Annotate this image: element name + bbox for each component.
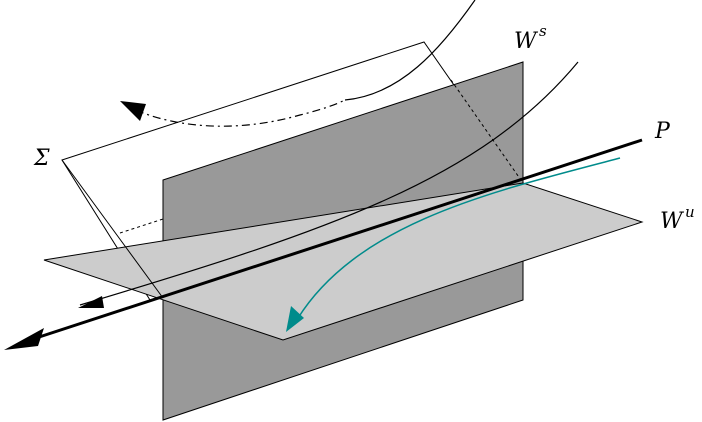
stable-curve-arrowhead-icon	[78, 296, 104, 308]
sigma-label: Σ	[33, 146, 50, 171]
ws-label-base: W	[514, 29, 539, 54]
unstable-flow-curve	[297, 157, 621, 319]
sigma-front-edge	[61, 159, 164, 299]
upper-trajectory-curve	[344, 0, 476, 101]
wu-label-sup: u	[685, 203, 695, 221]
return-arrowhead-icon	[120, 101, 146, 121]
periodic-orbit-line	[29, 138, 643, 342]
ws-label-sup: s	[539, 22, 547, 40]
stable-manifold-curve	[79, 61, 579, 306]
sigma-hidden-edge-left	[119, 218, 164, 234]
wu-label-base: W	[660, 209, 685, 234]
unstable-plane	[43, 182, 644, 341]
sigma-hidden-edge-right	[450, 79, 524, 184]
p-label: P	[654, 119, 671, 144]
return-map-curve	[135, 99, 346, 127]
orbit-arrowhead-icon	[4, 328, 44, 350]
flow-arrowhead-icon	[286, 306, 304, 332]
